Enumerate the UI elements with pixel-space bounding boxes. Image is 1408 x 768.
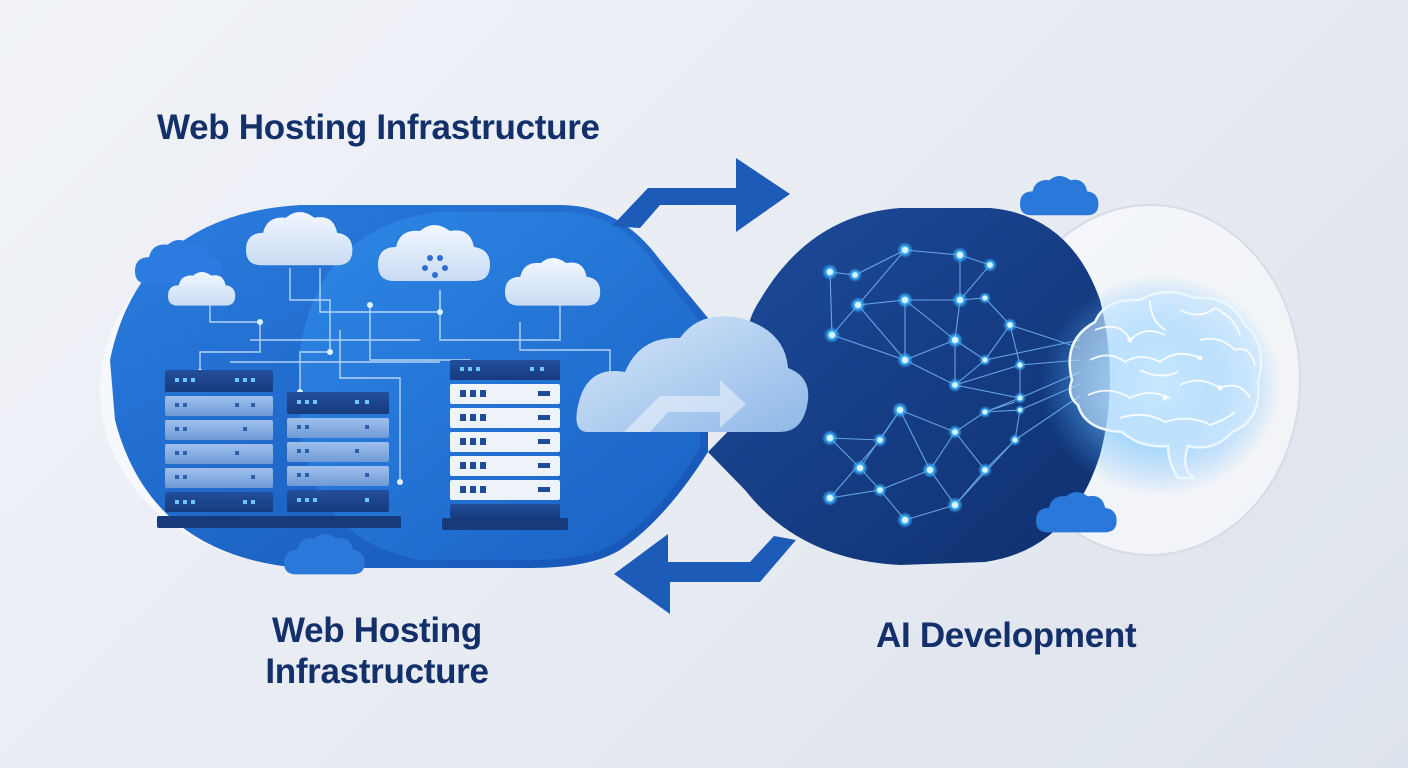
cloud-dots-icon	[422, 255, 448, 278]
cloud-icon	[1020, 176, 1099, 216]
server-rack-icon	[279, 392, 401, 528]
hosting-caption-line2: Infrastructure	[265, 652, 489, 692]
arrow-right-icon	[612, 158, 790, 232]
neural-network-icon	[822, 242, 1081, 528]
brain-icon	[1040, 275, 1280, 495]
arrow-left-icon	[614, 534, 796, 614]
central-cloud-icon	[576, 316, 809, 432]
server-rack-icon	[442, 360, 568, 530]
ai-panel	[708, 208, 1110, 565]
hosting-caption: Web Hosting Infrastructure	[252, 610, 502, 693]
ai-caption: AI Development	[876, 616, 1137, 655]
hosting-caption-line1: Web Hosting	[272, 611, 482, 650]
page-title: Web Hosting Infrastructure	[157, 108, 600, 147]
server-rack-icon	[157, 370, 281, 528]
